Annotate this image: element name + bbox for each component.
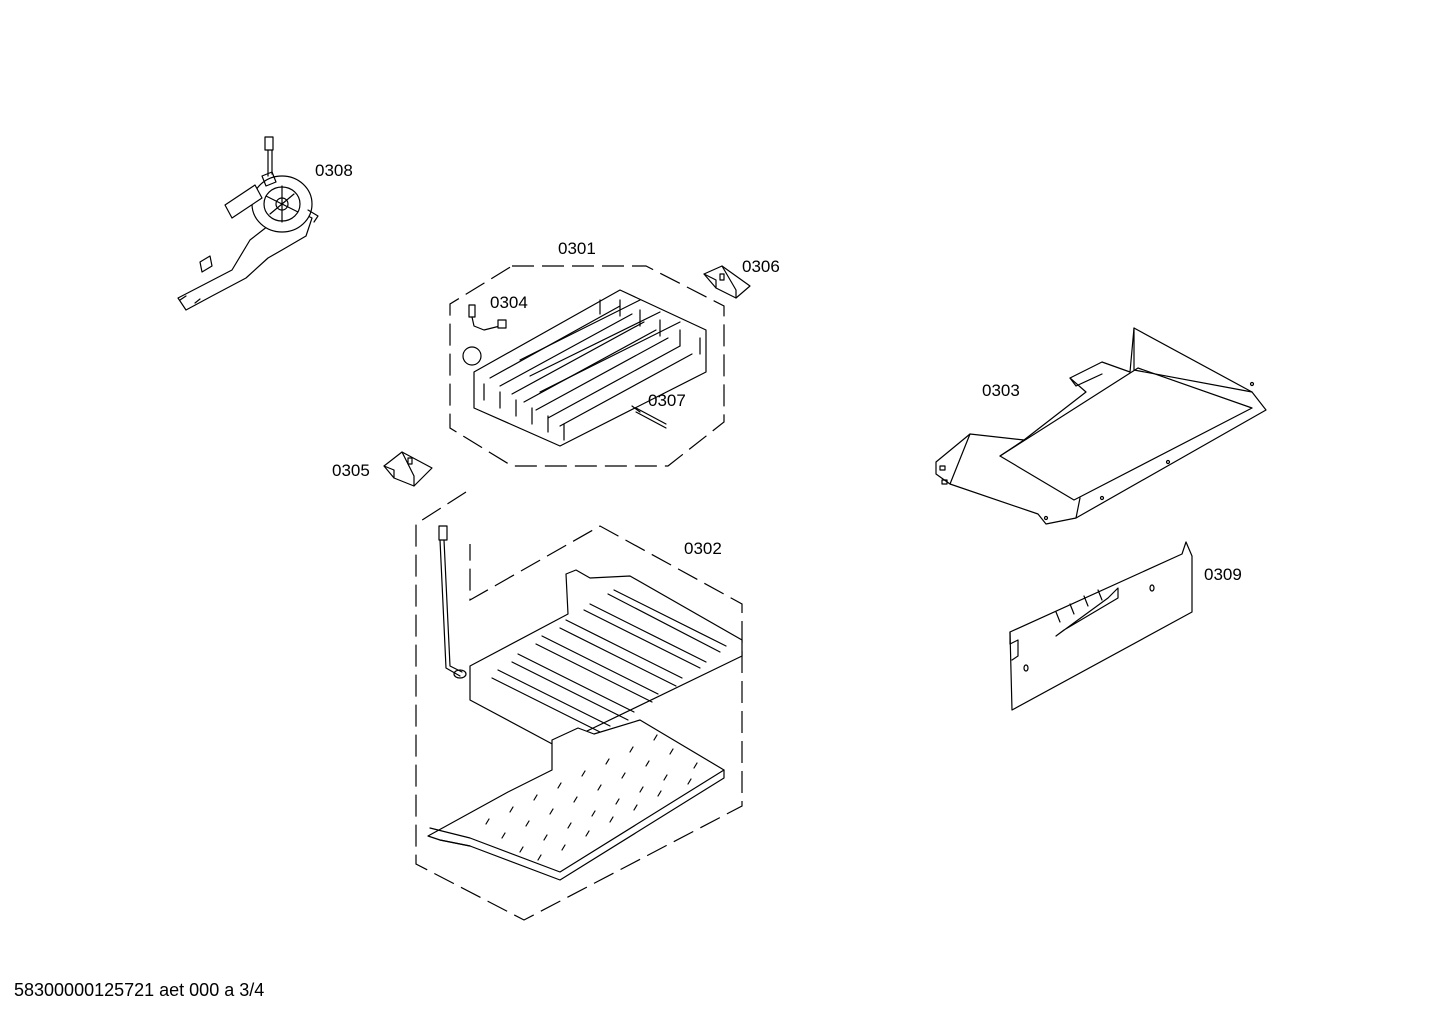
label-0305: 0305 bbox=[332, 461, 370, 480]
part-0306-clip[interactable] bbox=[703, 265, 751, 299]
part-0308-fan-motor[interactable] bbox=[177, 136, 319, 311]
label-0303: 0303 bbox=[982, 381, 1020, 400]
part-0305-clip[interactable] bbox=[383, 451, 433, 487]
label-0302: 0302 bbox=[684, 539, 722, 558]
part-0309-panel[interactable] bbox=[1009, 541, 1193, 711]
drawing-reference-number: 58300000125721 aet 000 a 3/4 bbox=[14, 980, 265, 1000]
part-0303-tray[interactable] bbox=[935, 327, 1267, 525]
evaporator-fins bbox=[473, 289, 707, 447]
defrost-heater-plate bbox=[469, 569, 743, 747]
cover-plate-rivets bbox=[485, 734, 698, 861]
part-0307-heater-pin[interactable] bbox=[631, 405, 667, 429]
heater-lead bbox=[438, 525, 467, 679]
label-0309: 0309 bbox=[1204, 565, 1242, 584]
part-0302-heater-assembly[interactable] bbox=[415, 491, 743, 921]
label-0304: 0304 bbox=[490, 293, 528, 312]
label-0307: 0307 bbox=[648, 391, 686, 410]
part-0301-evaporator[interactable] bbox=[449, 265, 725, 467]
label-0306: 0306 bbox=[742, 257, 780, 276]
evaporator-cover-plate bbox=[427, 719, 725, 881]
part-0304-sensor[interactable] bbox=[468, 304, 507, 331]
label-0308: 0308 bbox=[315, 161, 353, 180]
label-0301: 0301 bbox=[558, 239, 596, 258]
